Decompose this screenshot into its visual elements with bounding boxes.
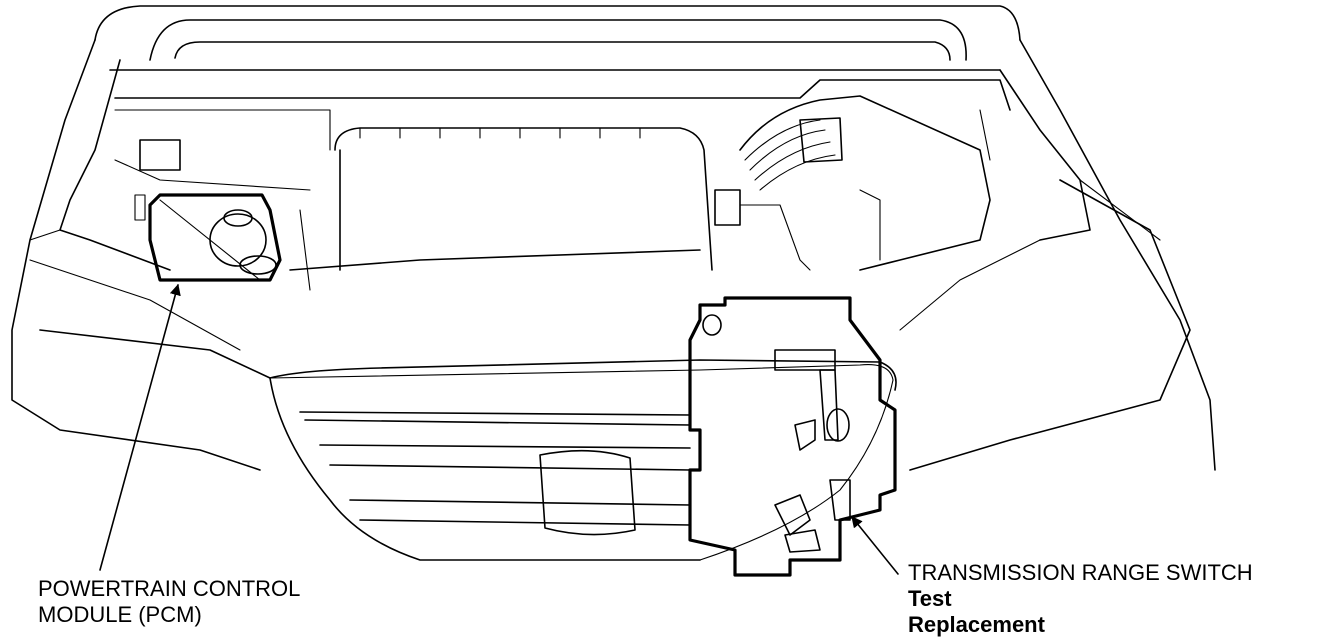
left-fender — [11, 39, 271, 471]
trs-replacement-link[interactable]: Replacement — [908, 612, 1045, 637]
emblem — [539, 449, 636, 536]
trs-callout: TRANSMISSION RANGE SWITCH Test Replaceme… — [908, 560, 1253, 638]
cowl — [114, 79, 1011, 161]
pcm-callout-line1: POWERTRAIN CONTROL — [38, 576, 301, 601]
air-intake — [714, 95, 991, 271]
pcm-leader — [99, 283, 181, 571]
pcm-area — [114, 139, 311, 291]
engine-cover — [289, 127, 713, 271]
pcm-outline — [148, 193, 282, 282]
transmission-detail — [269, 296, 897, 577]
right-fender — [899, 39, 1216, 471]
pcm-callout: POWERTRAIN CONTROL MODULE (PCM) — [38, 576, 300, 628]
trs-callout-title: TRANSMISSION RANGE SWITCH — [908, 560, 1253, 585]
pcm-callout-line2: MODULE (PCM) — [38, 602, 202, 627]
grille — [269, 359, 897, 561]
trs-leader — [851, 516, 899, 575]
hood — [94, 5, 1021, 71]
trs-test-link[interactable]: Test — [908, 586, 952, 611]
